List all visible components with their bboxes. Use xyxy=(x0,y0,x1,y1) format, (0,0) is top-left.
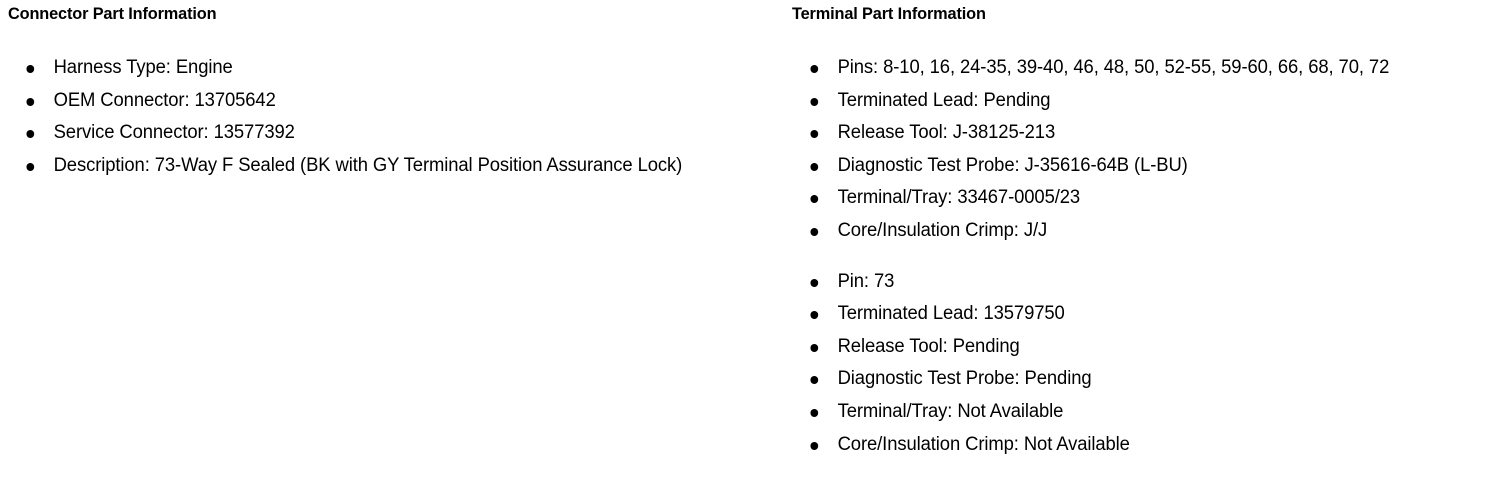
bullet-disc-icon xyxy=(26,162,35,171)
list-item: Description: 73-Way F Sealed (BK with GY… xyxy=(8,150,755,183)
bullet-disc-icon xyxy=(810,227,819,236)
bullet-disc-icon xyxy=(810,162,819,171)
terminal-part-list-group-one: Pins: 8-10, 16, 24-35, 39-40, 46, 48, 50… xyxy=(792,52,1498,248)
list-item: Pin: 73 xyxy=(792,266,1477,299)
connector-part-information-column: Connector Part Information Harness Type:… xyxy=(8,0,778,182)
list-item-text: Harness Type: Engine xyxy=(53,57,233,78)
bullet-disc-icon xyxy=(810,278,819,287)
bullet-disc-icon xyxy=(810,130,819,139)
list-item: OEM Connector: 13705642 xyxy=(8,85,755,118)
bullet-disc-icon xyxy=(810,195,819,204)
list-item-text: Terminal/Tray: Not Available xyxy=(837,400,1064,422)
bullet-disc-icon xyxy=(810,408,819,417)
list-item-text: Terminated Lead: 13579750 xyxy=(837,303,1065,325)
list-item-text: Pin: 73 xyxy=(837,270,895,292)
bullet-disc-icon xyxy=(26,97,35,106)
list-item-text: Release Tool: Pending xyxy=(837,335,1020,357)
list-item: Core/Insulation Crimp: Not Available xyxy=(792,429,1477,462)
list-item-text: Service Connector: 13577392 xyxy=(53,122,295,144)
bullet-disc-icon xyxy=(26,130,35,139)
bullet-disc-icon xyxy=(810,376,819,385)
list-item: Terminated Lead: Pending xyxy=(792,85,1477,118)
bullet-disc-icon xyxy=(810,97,819,106)
list-item: Release Tool: J-38125-213 xyxy=(792,117,1477,150)
list-item-text: Description: 73-Way F Sealed (BK with GY… xyxy=(53,154,683,176)
list-item: Release Tool: Pending xyxy=(792,331,1477,364)
terminal-part-information-column: Terminal Part Information Pins: 8-10, 16… xyxy=(792,0,1498,461)
list-item: Core/Insulation Crimp: J/J xyxy=(792,215,1477,248)
list-item-text: Release Tool: J-38125-213 xyxy=(837,122,1056,144)
list-item: Pins: 8-10, 16, 24-35, 39-40, 46, 48, 50… xyxy=(792,52,1477,85)
list-item-text: Core/Insulation Crimp: Not Available xyxy=(837,433,1130,455)
list-item-text: Pins: 8-10, 16, 24-35, 39-40, 46, 48, 50… xyxy=(837,57,1390,78)
list-item-text: Terminal/Tray: 33467-0005/23 xyxy=(837,187,1081,209)
bullet-disc-icon xyxy=(810,65,819,73)
list-item: Terminated Lead: 13579750 xyxy=(792,298,1477,331)
terminal-section-heading: Terminal Part Information xyxy=(792,4,986,23)
list-item: Terminal/Tray: 33467-0005/23 xyxy=(792,182,1477,215)
list-item: Diagnostic Test Probe: J-35616-64B (L-BU… xyxy=(792,150,1477,183)
list-item-text: Diagnostic Test Probe: J-35616-64B (L-BU… xyxy=(837,154,1188,176)
list-item: Terminal/Tray: Not Available xyxy=(792,396,1477,429)
connector-section-heading: Connector Part Information xyxy=(8,4,217,23)
list-item: Service Connector: 13577392 xyxy=(8,117,755,150)
bullet-disc-icon xyxy=(810,441,819,450)
connector-part-list: Harness Type: Engine OEM Connector: 1370… xyxy=(8,52,778,182)
list-item-text: Diagnostic Test Probe: Pending xyxy=(837,368,1092,390)
bullet-disc-icon xyxy=(810,311,819,320)
list-item-text: OEM Connector: 13705642 xyxy=(53,89,276,111)
terminal-part-list-group-two: Pin: 73 Terminated Lead: 13579750 Releas… xyxy=(792,266,1498,462)
list-item: Diagnostic Test Probe: Pending xyxy=(792,363,1477,396)
bullet-disc-icon xyxy=(810,343,819,352)
bullet-disc-icon xyxy=(26,65,35,73)
list-item-text: Core/Insulation Crimp: J/J xyxy=(837,219,1048,241)
list-item-text: Terminated Lead: Pending xyxy=(837,89,1051,111)
list-item: Harness Type: Engine xyxy=(8,52,755,85)
